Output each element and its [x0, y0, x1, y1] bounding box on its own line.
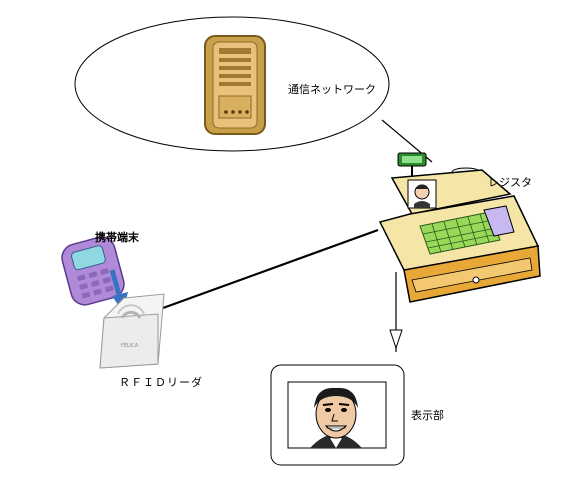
mobile-phone-icon [61, 236, 125, 306]
rfid-reader-label: ＲＦＩＤリーダ [119, 376, 203, 389]
server-icon [204, 35, 266, 135]
down-arrow-icon [389, 329, 403, 350]
display-unit-label: 表示部 [411, 409, 444, 422]
mobile-terminal-label: 携帯端末 [95, 231, 139, 244]
display-unit [270, 364, 405, 466]
register-label: レジスタ [488, 176, 532, 189]
customer-face-icon [310, 387, 362, 448]
rfid-to-register-line [162, 228, 379, 310]
rfid-reader-icon: FELICA [99, 293, 165, 369]
rfid-brand-text: FELICA [121, 343, 139, 349]
network-label: 通信ネットワーク [288, 83, 376, 96]
cash-register-icon [378, 152, 541, 303]
